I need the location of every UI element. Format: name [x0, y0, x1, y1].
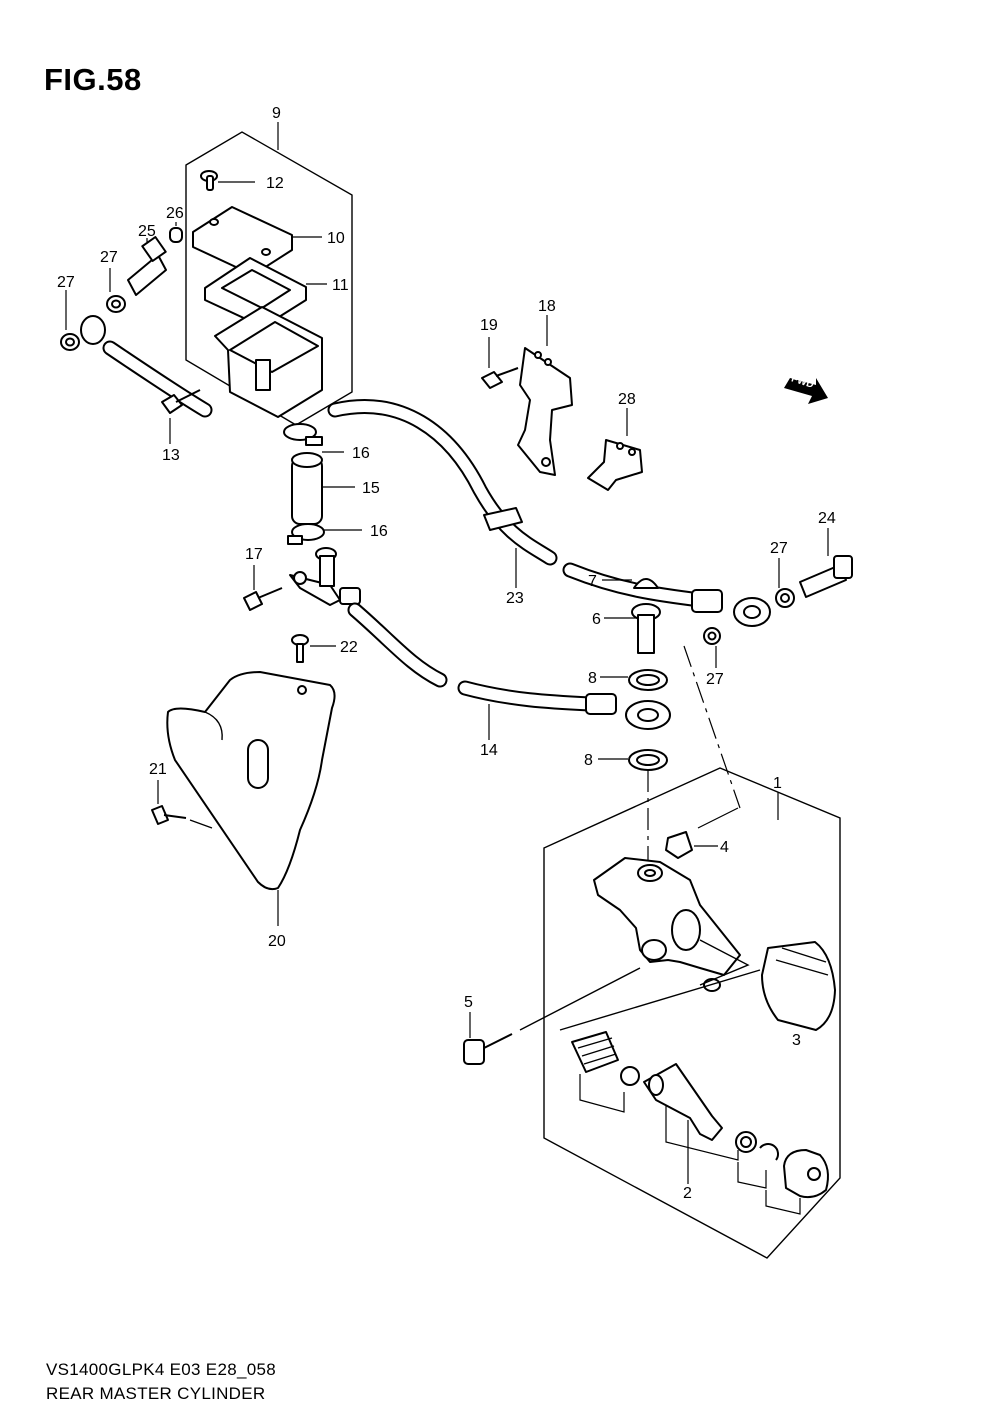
dust-boot-3	[761, 941, 836, 1031]
callout-15: 15	[362, 480, 380, 497]
callout-5: 5	[464, 994, 473, 1011]
clip-4	[665, 831, 718, 859]
screw-12	[200, 170, 255, 191]
reservoir-group-outline	[185, 122, 353, 426]
callout-12: 12	[266, 175, 284, 192]
callout-17: 17	[245, 546, 263, 563]
callout-26: 26	[166, 205, 184, 222]
hose-15	[291, 452, 355, 525]
callout-1: 1	[773, 775, 782, 792]
reservoir-cap-10	[192, 206, 322, 276]
washer-8-lower	[598, 749, 668, 771]
callout-16-upper: 16	[352, 445, 370, 462]
cap-7	[602, 578, 659, 589]
bracket-18	[517, 315, 573, 476]
callout-27-right: 27	[770, 540, 788, 557]
fitting-6	[604, 603, 661, 654]
callout-25: 25	[138, 223, 156, 240]
callout-22: 22	[340, 639, 358, 656]
union-bolt-25	[127, 236, 167, 296]
bolt-13	[161, 389, 201, 444]
callout-8-lower: 8	[584, 752, 593, 769]
callout-6: 6	[592, 611, 601, 628]
callout-7: 7	[588, 573, 597, 590]
callout-11: 11	[332, 277, 349, 294]
master-cylinder-group-outline	[543, 645, 841, 1259]
callout-13: 13	[162, 447, 180, 464]
callout-24: 24	[818, 510, 836, 527]
fwd-arrow-icon: FWD	[784, 373, 828, 404]
master-cylinder-body	[593, 857, 750, 992]
callout-labels: 9 12 26 10 25 27 27 11 18 19 28 13 16 15…	[57, 105, 836, 1202]
callout-19: 19	[480, 317, 498, 334]
brake-hose-14	[347, 602, 671, 740]
washer-27-lower	[703, 627, 721, 668]
callout-23: 23	[506, 590, 524, 607]
reservoir-hose-upper	[80, 315, 213, 418]
heel-guard-20	[166, 671, 336, 926]
callout-28: 28	[618, 391, 636, 408]
callout-27-lower: 27	[706, 671, 724, 688]
clamp-16-lower	[287, 523, 362, 545]
callout-20: 20	[268, 933, 286, 950]
callout-2: 2	[683, 1185, 692, 1202]
reservoir-body	[214, 306, 323, 418]
banjo-fitting-right	[691, 589, 771, 627]
diaphragm-11	[204, 257, 327, 328]
hose-joint-bracket	[289, 547, 361, 606]
model-code: VS1400GLPK4 E03 E28_058	[46, 1360, 276, 1379]
callout-27-upper: 27	[100, 249, 118, 266]
washer-27-right	[775, 558, 795, 608]
washer-27-upper	[106, 268, 126, 313]
bolt-22	[291, 634, 336, 663]
callout-9: 9	[272, 105, 281, 122]
callout-3: 3	[792, 1032, 801, 1049]
callout-8-upper: 8	[588, 670, 597, 687]
clamp-16-upper	[283, 423, 344, 453]
washer-8-upper	[600, 669, 668, 691]
callout-27-left: 27	[57, 274, 75, 291]
callout-4: 4	[720, 839, 729, 856]
washer-27-left	[60, 290, 80, 351]
callout-10: 10	[327, 230, 345, 247]
bolt-21	[151, 780, 213, 829]
bolt-5	[463, 967, 641, 1065]
callout-21: 21	[149, 761, 167, 778]
callout-14: 14	[480, 742, 498, 759]
piston-kit-2	[559, 969, 829, 1215]
union-bolt-24	[799, 528, 853, 598]
figure-title: FIG.58	[44, 62, 142, 97]
callout-18: 18	[538, 298, 556, 315]
bolt-17	[243, 565, 283, 611]
bracket-28	[587, 408, 643, 491]
brake-hose-23	[327, 399, 708, 608]
assembly-name: REAR MASTER CYLINDER	[46, 1384, 266, 1403]
bolt-19	[481, 337, 519, 389]
plug-26	[169, 222, 183, 243]
callout-16-lower: 16	[370, 523, 388, 540]
